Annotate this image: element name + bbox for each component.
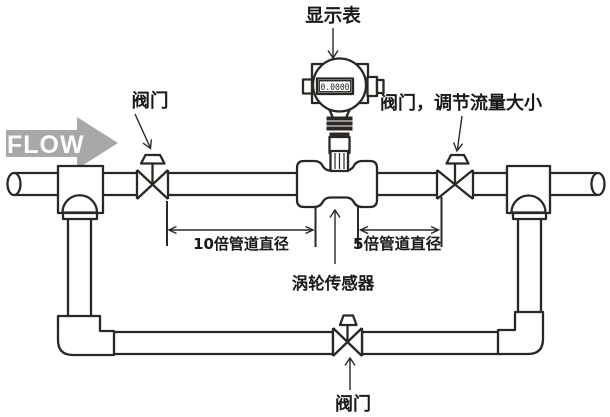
main-pipe-seg5 <box>470 171 511 197</box>
flow-arrow-shape <box>6 117 118 169</box>
valve-bypass <box>331 314 364 357</box>
callout-arrowhead <box>327 50 339 60</box>
valve-right-handle <box>445 153 470 165</box>
callout-arrowhead <box>344 356 356 366</box>
callout-arrowhead <box>329 208 341 218</box>
bypass-downpipe-right <box>516 214 543 318</box>
valve-left <box>135 153 170 200</box>
dim-arrowhead <box>358 225 369 235</box>
tee-right <box>505 164 552 221</box>
valve-right <box>435 153 475 200</box>
lcd-display-value: 0.0000 <box>321 83 350 93</box>
transmitter-thread-band <box>329 132 350 137</box>
valve-bottom-label: 阀门 <box>335 393 371 415</box>
transmitter-thread-band <box>326 121 353 126</box>
main-pipe-upstream-run <box>165 171 301 197</box>
pipe-open-end-right <box>590 171 606 197</box>
callout-valve-bypass: 阀门 <box>335 356 371 415</box>
lcd-display-inner <box>318 79 352 93</box>
bypass-pipe-right-segment <box>360 330 504 356</box>
transmitter-conduit-right-a <box>366 75 379 98</box>
dim-upstream-label: 10倍管道直径 <box>193 235 289 253</box>
transmitter-conduit-right-b <box>375 78 385 95</box>
callout-valve-left: 阀门 <box>131 90 169 150</box>
callout-valve-right: 阀门，调节流量大小 <box>380 92 542 153</box>
callout-display: 显示表 <box>305 5 361 60</box>
valve-left-handle <box>139 153 166 165</box>
lcd-display-outer <box>315 77 355 96</box>
valve-right-label: 阀门，调节流量大小 <box>380 92 542 114</box>
display-transmitter: 0.0000 <box>301 57 385 173</box>
display-label: 显示表 <box>305 5 361 27</box>
valve-left-label: 阀门 <box>131 90 168 112</box>
main-pipe-downstream-run <box>373 171 440 197</box>
dimension-upstream: 10倍管道直径 <box>166 201 317 253</box>
dim-arrowhead <box>430 225 441 235</box>
valve-bypass-handle <box>338 314 358 327</box>
elbow-bottom-right <box>496 310 545 356</box>
callout-arrowhead <box>452 142 464 153</box>
dim-arrowhead <box>305 225 315 235</box>
dim-arrowhead <box>167 225 177 235</box>
bypass-pipe-left-segment <box>110 330 335 356</box>
callout-sensor: 涡轮传感器 <box>292 208 375 293</box>
dim-downstream-label: 5倍管道直径 <box>353 234 442 253</box>
pipe-open-end-left <box>6 171 22 197</box>
transmitter-thread-band <box>326 116 353 121</box>
tee-left-dome <box>61 194 99 214</box>
tee-left <box>56 164 105 221</box>
elbow-bottom-left <box>56 314 116 357</box>
bypass-downpipe-left <box>66 214 93 322</box>
transmitter-conduit-left <box>301 78 314 95</box>
flow-label: FLOW <box>7 131 85 159</box>
main-pipe-seg2 <box>99 171 140 197</box>
nut-hatching <box>334 153 345 169</box>
callout-arrowhead <box>142 139 152 150</box>
sensor-label: 涡轮传感器 <box>292 273 375 293</box>
transmitter-thread-band <box>326 126 353 131</box>
dimension-downstream: 5倍管道直径 <box>353 197 443 253</box>
tee-right-dome <box>510 194 547 214</box>
flow-direction-arrow: FLOW <box>6 117 118 169</box>
